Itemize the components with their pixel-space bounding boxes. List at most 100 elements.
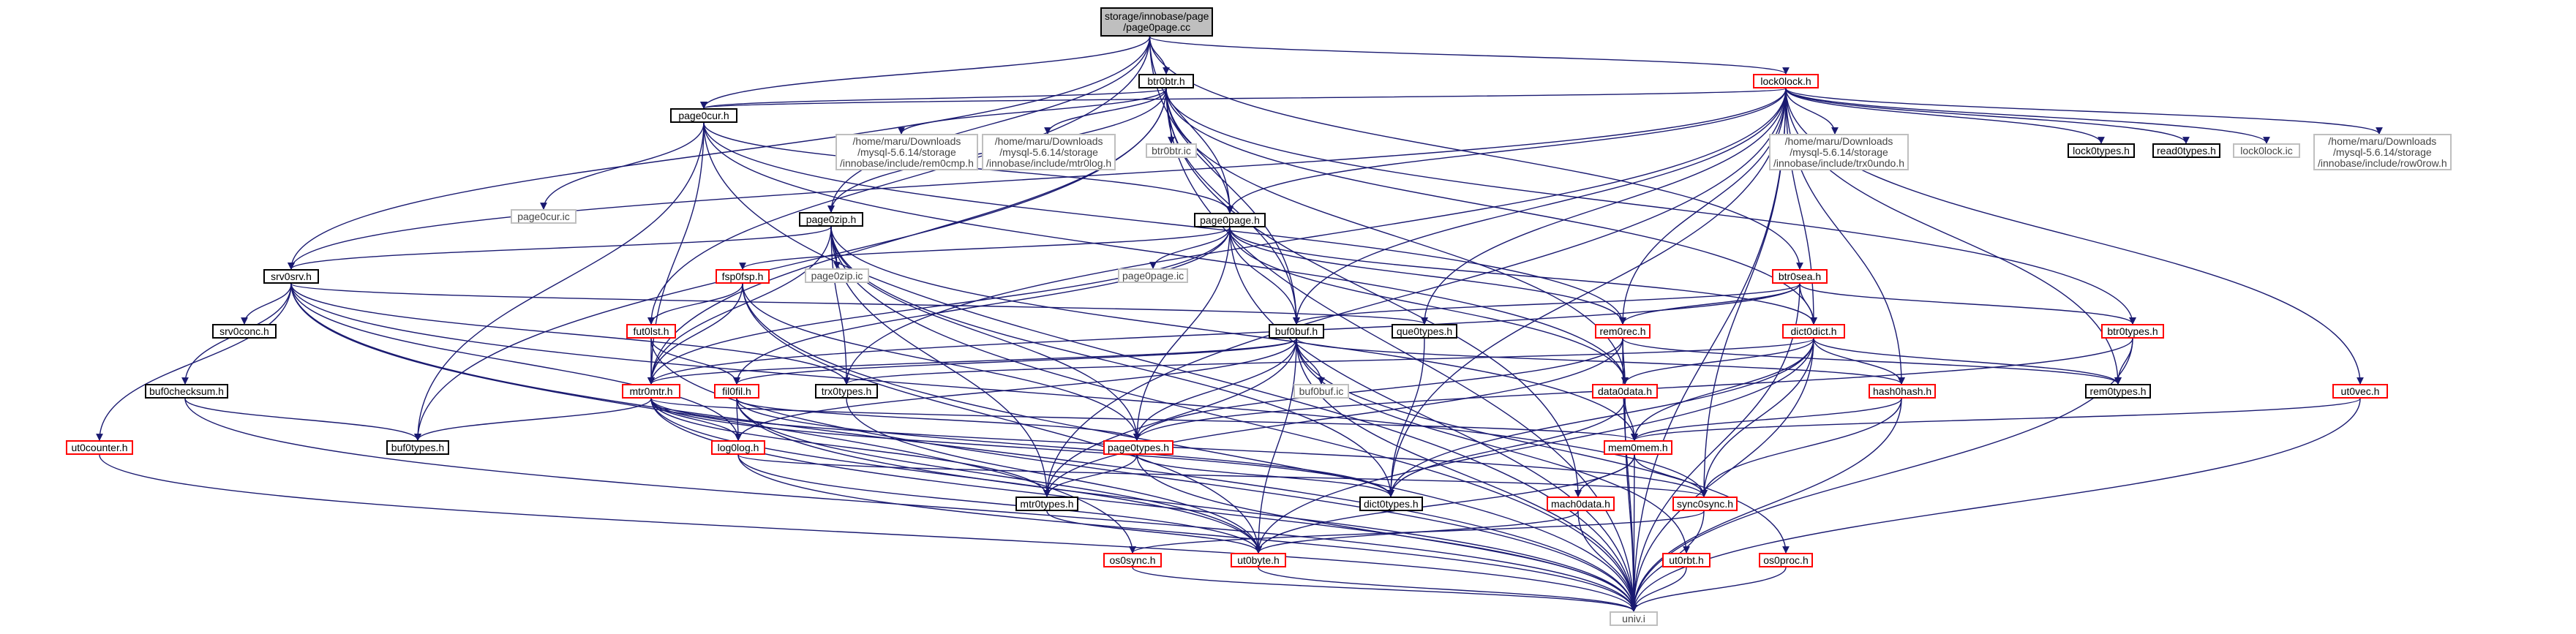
- node-ut0rbt-h[interactable]: ut0rbt.h: [1662, 553, 1711, 567]
- node-os0proc-h[interactable]: os0proc.h: [1759, 553, 1813, 567]
- edge-page0page_h-to-rem0rec_h: [1229, 227, 1626, 325]
- node-page0types-h[interactable]: page0types.h: [1103, 440, 1174, 455]
- edge-btr0types_h-to-univ_i: [1630, 338, 2133, 612]
- node-srv0srv-h[interactable]: srv0srv.h: [263, 269, 319, 284]
- edge-buf0buf_h-to-mtr0types_h: [1043, 338, 1297, 497]
- node-buf0buf-h[interactable]: buf0buf.h: [1269, 324, 1324, 339]
- node-page0page-ic: page0page.ic: [1118, 268, 1189, 283]
- edge-lock0lock_h-to-row0row_h: [1785, 88, 2383, 135]
- edge-ut0vec_h-to-univ_i: [1630, 398, 2361, 612]
- node-label: srv0srv.h: [271, 270, 312, 282]
- node-ut0counter-h[interactable]: ut0counter.h: [66, 440, 133, 455]
- node-label: btr0sea.h: [1778, 270, 1822, 282]
- node-root[interactable]: storage/innobase/page/page0page.cc: [1100, 7, 1214, 37]
- edge-srv0srv_h-to-que0types_h: [290, 283, 1428, 325]
- node-label: buf0checksum.h: [149, 385, 224, 397]
- edge-data0data_h-to-dict0types_h: [1387, 398, 1626, 497]
- node-ut0byte-h[interactable]: ut0byte.h: [1231, 553, 1286, 567]
- node-label: page0cur.h: [678, 109, 729, 121]
- node-srv0conc-h[interactable]: srv0conc.h: [212, 324, 277, 339]
- edge-page0zip_h-to-srv0srv_h: [288, 226, 832, 270]
- node-que0types-h[interactable]: que0types.h: [1392, 324, 1457, 339]
- node-page0page-h[interactable]: page0page.h: [1194, 213, 1266, 227]
- edge-btr0btr_h-to-rem0cmp_h: [898, 88, 1167, 135]
- node-lock0types-h[interactable]: lock0types.h: [2068, 143, 2135, 158]
- node-page0zip-ic: page0zip.ic: [805, 268, 869, 283]
- edge-ut0byte_h-to-univ_i: [1258, 567, 1637, 612]
- edge-que0types_h-to-dict0types_h: [1387, 338, 1425, 497]
- edge-buf0buf_h-to-mtr0mtr_h: [647, 338, 1297, 385]
- node-data0data-h[interactable]: data0data.h: [1592, 384, 1658, 399]
- node-page0zip-h[interactable]: page0zip.h: [799, 212, 863, 227]
- node-sync0sync-h[interactable]: sync0sync.h: [1672, 497, 1738, 511]
- node-label: /innobase/include/mtr0log.h: [986, 156, 1112, 169]
- node-label: /home/maru/Downloads: [994, 135, 1103, 147]
- node-hash0hash-h[interactable]: hash0hash.h: [1869, 384, 1937, 399]
- node-page0cur-h[interactable]: page0cur.h: [670, 108, 737, 123]
- node-label: /mysql-5.6.14/storage: [857, 146, 956, 158]
- edge-lock0lock_h-to-trx0undo_h: [1785, 88, 1839, 135]
- node-label: rem0types.h: [2089, 385, 2147, 397]
- edge-mtr0mtr_h-to-sync0sync_h: [650, 398, 1708, 497]
- node-label: lock0lock.ic: [2240, 144, 2293, 156]
- edge-mtr0types_h-to-ut0byte_h: [1046, 510, 1262, 554]
- node-mem0mem-h[interactable]: mem0mem.h: [1604, 440, 1672, 455]
- node-trx0types-h[interactable]: trx0types.h: [815, 384, 878, 399]
- node-lock0lock-h[interactable]: lock0lock.h: [1753, 74, 1819, 88]
- edge-btr0btr_h-to-mach0data_h: [1165, 88, 1582, 497]
- node-label: lock0types.h: [2073, 144, 2130, 156]
- node-log0log-h[interactable]: log0log.h: [711, 440, 765, 455]
- edge-log0log_h-to-ut0byte_h: [737, 454, 1262, 554]
- node-ut0vec-h[interactable]: ut0vec.h: [2332, 384, 2388, 399]
- edge-page0zip_h-to-trx0types_h: [830, 226, 850, 385]
- node-label: /home/maru/Downloads: [2328, 135, 2437, 147]
- edge-log0log_h-to-sync0sync_h: [737, 454, 1708, 497]
- node-univ-i: univ.i: [1610, 611, 1658, 626]
- edge-dict0dict_h-to-rem0types_h: [1813, 338, 2122, 385]
- edge-lock0lock_h-to-ut0vec_h: [1785, 88, 2364, 385]
- edge-mtr0mtr_h-to-buf0types_h: [414, 398, 652, 441]
- node-btr0types-h[interactable]: btr0types.h: [2101, 324, 2164, 339]
- edge-fil0fil_h-to-page0types_h: [736, 398, 1141, 441]
- edge-page0types_h-to-dict0types_h: [1136, 454, 1394, 497]
- node-mtr0types-h[interactable]: mtr0types.h: [1015, 497, 1078, 511]
- edge-dict0dict_h-to-trx0types_h: [843, 338, 1814, 385]
- node-rem0rec-h[interactable]: rem0rec.h: [1595, 324, 1651, 339]
- node-label: univ.i: [1622, 612, 1645, 624]
- edge-buf0buf_h-to-page0types_h: [1133, 338, 1297, 441]
- edge-log0log_h-to-univ_i: [737, 454, 1637, 612]
- node-fut0lst-h[interactable]: fut0lst.h: [626, 324, 676, 339]
- edge-dict0dict_h-to-sync0sync_h: [1700, 338, 1814, 497]
- node-btr0sea-h[interactable]: btr0sea.h: [1772, 269, 1828, 284]
- edge-page0page_h-to-dict0dict_h: [1229, 227, 1817, 325]
- node-mach0data-h[interactable]: mach0data.h: [1547, 497, 1615, 511]
- edge-buf0buf_h-to-fil0fil_h: [733, 338, 1297, 385]
- edge-page0page_h-to-univ_i: [1229, 227, 1637, 612]
- node-label: page0types.h: [1108, 441, 1170, 453]
- edge-lock0lock_h-to-page0page_h: [1226, 88, 1787, 214]
- node-btr0btr-h[interactable]: btr0btr.h: [1138, 74, 1194, 88]
- node-dict0dict-h[interactable]: dict0dict.h: [1782, 324, 1845, 339]
- edge-hash0hash_h-to-mem0mem_h: [1631, 398, 1902, 441]
- node-rem0types-h[interactable]: rem0types.h: [2085, 384, 2151, 399]
- node-buf0types-h[interactable]: buf0types.h: [386, 440, 449, 455]
- edge-lock0lock_h-to-buf0buf_h: [1293, 88, 1787, 325]
- edge-rem0rec_h-to-rem0types_h: [1622, 338, 2122, 385]
- node-fsp0fsp-h[interactable]: fsp0fsp.h: [716, 269, 770, 284]
- node-read0types-h[interactable]: read0types.h: [2152, 143, 2220, 158]
- node-label: page0zip.ic: [811, 269, 863, 282]
- node-label: ut0vec.h: [2340, 385, 2380, 397]
- node-fil0fil-h[interactable]: fil0fil.h: [714, 384, 759, 399]
- edge-mtr0mtr_h-to-dict0types_h: [650, 398, 1394, 497]
- node-os0sync-h[interactable]: os0sync.h: [1103, 553, 1162, 567]
- edge-fut0lst_h-to-univ_i: [650, 338, 1637, 612]
- edge-buf0buf_h-to-ut0byte_h: [1255, 338, 1297, 554]
- edge-sync0sync_h-to-os0sync_h: [1129, 510, 1705, 554]
- node-dict0types-h[interactable]: dict0types.h: [1359, 497, 1423, 511]
- edge-fut0lst_h-to-fil0fil_h: [650, 338, 740, 385]
- edge-dict0dict_h-to-hash0hash_h: [1813, 338, 1905, 385]
- node-mtr0mtr-h[interactable]: mtr0mtr.h: [622, 384, 680, 399]
- node-buf0checksum-h[interactable]: buf0checksum.h: [145, 384, 228, 399]
